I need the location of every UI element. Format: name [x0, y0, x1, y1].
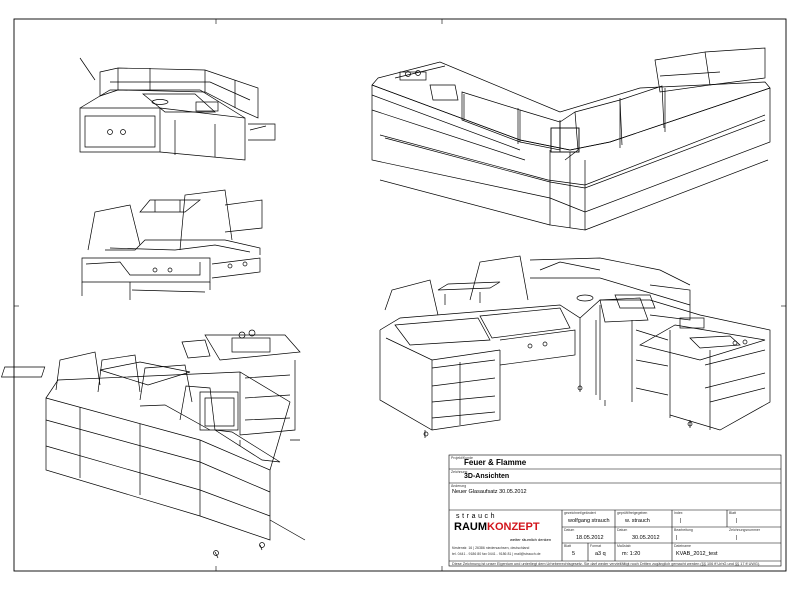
file-label: Dateiname: [674, 544, 691, 548]
file-name: KVAB_2012_test: [676, 551, 718, 557]
view-mid-right-installation: [379, 255, 771, 438]
logo-strauch: strauch: [456, 513, 498, 520]
view-bottom-left-counter: [1, 329, 306, 559]
drawn-by: wolfgang strauch: [568, 518, 610, 524]
checked-by-label: geprüft/freigegeben: [617, 511, 648, 515]
field-b: |: [736, 518, 738, 524]
field-d: |: [736, 535, 738, 541]
field-a: |: [680, 518, 682, 524]
logo-raumkonzept: RAUMKONZEPT: [454, 521, 540, 533]
copyright-footer: Diese Zeichnung ist unser Eigentum und u…: [452, 562, 761, 566]
scale: m: 1:20: [622, 551, 641, 557]
logo-slogan: weiter räumlich denken: [510, 537, 552, 542]
field-b-label: Blatt: [729, 511, 737, 515]
field-c: |: [676, 535, 678, 541]
view-top-right-counter: [371, 47, 771, 231]
project-name: Feuer & Flamme: [464, 458, 527, 467]
checked-date-label: Datum: [617, 528, 628, 532]
sheet-border: [13, 18, 787, 572]
sheet-label: Blatt: [564, 544, 572, 548]
checked-by: w. strauch: [625, 518, 650, 524]
note-label: Änderung: [451, 484, 467, 488]
drawing-title: 3D-Ansichten: [464, 473, 510, 480]
drawn-by-label: gezeichnet/geändert: [564, 511, 596, 515]
view-detail-mid-left: [81, 189, 263, 300]
field-a-label: Index: [674, 511, 683, 515]
project-label: Projekt/Kunde: [451, 456, 473, 460]
view-detail-top-left: [79, 57, 276, 161]
drawing-label: Zeichnung: [451, 470, 468, 474]
address-line-2: tel. 0441 - 9186 80 fax 0441 - 9186 81 |…: [452, 552, 541, 556]
sheet-number: 5: [572, 551, 576, 557]
scale-label: Maßstab: [617, 544, 631, 548]
drawn-date: 18.05.2012: [576, 535, 604, 541]
field-d-label: Zeichnungsnummer: [729, 528, 760, 532]
change-note: Neuer Glasaufsatz 30.05.2012: [452, 489, 527, 495]
format-label: Format: [590, 544, 602, 548]
field-c-label: Bearbeitung: [674, 528, 693, 532]
address-line-1: fürstenstr. 16 | 26386 niedersachsen, de…: [452, 546, 530, 550]
title-block-frame: [448, 454, 782, 567]
checked-date: 30.05.2012: [632, 535, 660, 541]
paper-format: a3 q: [595, 551, 606, 557]
drawn-date-label: Datum: [564, 528, 575, 532]
